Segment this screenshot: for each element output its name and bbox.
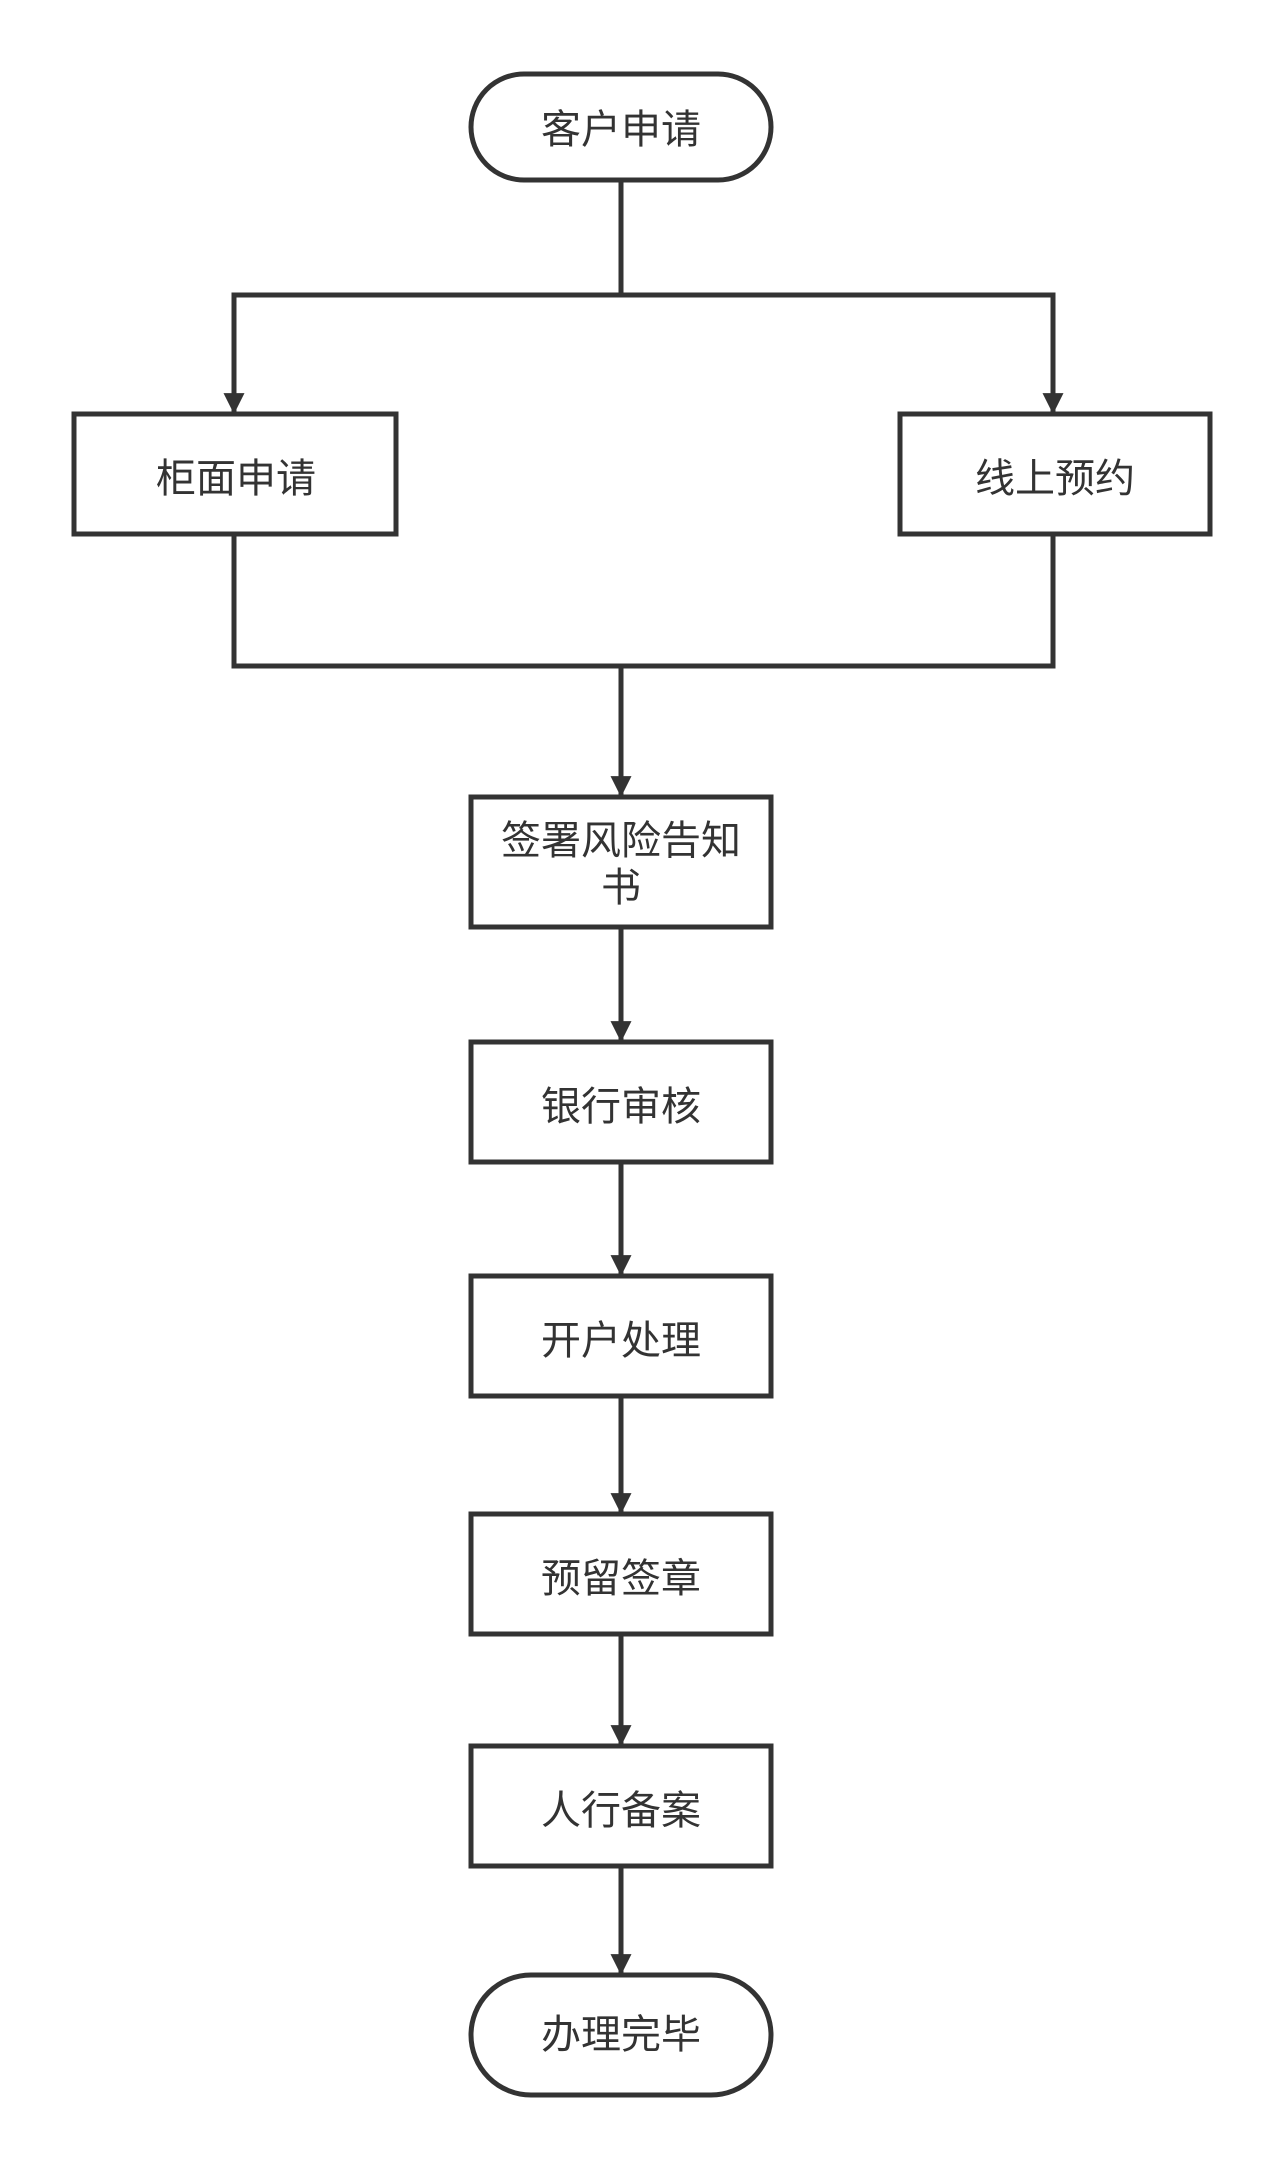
counter-node-label: 柜面申请 (156, 456, 316, 502)
online-node-label: 线上预约 (975, 456, 1135, 502)
end-node-label: 办理完毕 (541, 2012, 701, 2058)
connector-merge (231, 534, 1056, 669)
counter-node (71, 411, 399, 537)
review-node-label: 银行审核 (541, 1084, 701, 1130)
connector-to-online (621, 292, 1064, 415)
risk-node-label-line2: 书 (601, 865, 641, 911)
open-node-label: 开户处理 (541, 1318, 701, 1364)
open-node (468, 1273, 774, 1399)
pboc-node-label: 人行备案 (541, 1788, 701, 1834)
risk-node-label-line1: 签署风险告知 (501, 818, 741, 864)
seal-node-label: 预留签章 (541, 1556, 701, 1602)
seal-node (468, 1511, 774, 1637)
connector-to-counter (223, 292, 621, 415)
pboc-node (468, 1743, 774, 1869)
start-node-label: 客户申请 (541, 107, 701, 153)
end-node (468, 1972, 774, 2098)
risk-node (468, 794, 774, 930)
review-node (468, 1039, 774, 1165)
start-node (468, 71, 774, 183)
online-node (897, 411, 1213, 537)
